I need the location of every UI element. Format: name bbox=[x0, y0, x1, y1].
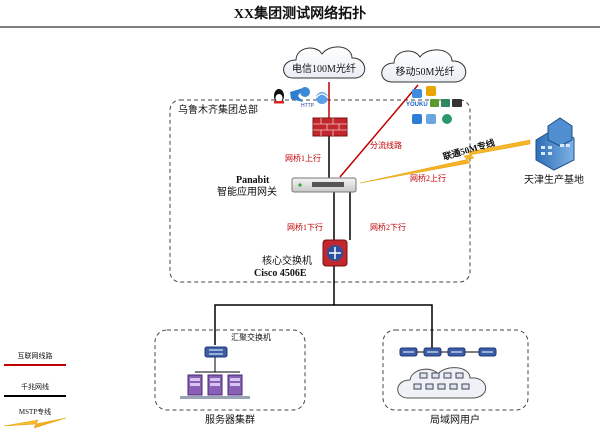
bridge2-up-label: 网桥2上行 bbox=[410, 173, 446, 183]
bridge2-down-label: 网桥2下行 bbox=[370, 222, 406, 232]
gateway-name: 智能应用网关 bbox=[217, 185, 277, 198]
browser-icon bbox=[315, 92, 329, 104]
gateway-brand: Panabit bbox=[236, 175, 270, 186]
app-icon-1 bbox=[412, 89, 422, 98]
legend-mstp-label: MSTP专线 bbox=[19, 407, 51, 416]
aggregation-switch-label: 汇聚交换机 bbox=[231, 332, 271, 342]
bird-icon bbox=[290, 88, 303, 102]
server-icon bbox=[187, 374, 203, 396]
legend-internet-label: 互联网线路 bbox=[18, 351, 53, 360]
diagram-title: XX集团测试网络拓扑 bbox=[234, 5, 366, 22]
hq-label: 乌鲁木齐集团总部 bbox=[178, 103, 258, 116]
pc-icon bbox=[437, 383, 446, 390]
server-icons bbox=[180, 374, 250, 399]
core-switch-icon bbox=[322, 239, 348, 267]
pc-icon bbox=[425, 383, 434, 390]
lan-switch-icon bbox=[399, 347, 418, 357]
svg-text:HTTP: HTTP bbox=[301, 103, 315, 109]
lan-users-region bbox=[382, 329, 529, 411]
lan-switches bbox=[399, 347, 497, 357]
pc-icon bbox=[431, 372, 440, 379]
app-icon-2 bbox=[426, 86, 436, 96]
pc-icon bbox=[449, 383, 458, 390]
lan-pc-icons bbox=[413, 372, 470, 390]
core-lan-line bbox=[334, 304, 433, 350]
legend-gigabit-label: 千兆网线 bbox=[21, 382, 49, 391]
core-switch-name: 核心交换机 bbox=[262, 254, 312, 267]
app-icon-6 bbox=[412, 114, 422, 124]
telecom-cloud: 电信100M光纤 bbox=[283, 46, 366, 79]
app-icons-right: YOUKU bbox=[406, 86, 462, 124]
pc-icon bbox=[461, 383, 470, 390]
panabit-gateway bbox=[291, 177, 357, 193]
app-icon-4 bbox=[441, 99, 450, 107]
core-switch-model: Cisco 4506E bbox=[254, 268, 307, 279]
youku-icon: YOUKU bbox=[406, 102, 428, 108]
shunt-label: 分流线路 bbox=[370, 140, 402, 150]
mstp-line bbox=[359, 139, 531, 184]
legend-mstp-line bbox=[3, 417, 67, 429]
telecom-cloud-label: 电信100M光纤 bbox=[292, 62, 356, 75]
pc-icon bbox=[455, 372, 464, 379]
app-icon-8 bbox=[442, 114, 452, 124]
http-icon: HTTP bbox=[300, 87, 315, 109]
tianjin-building-icon bbox=[535, 117, 575, 171]
server-rack-base bbox=[180, 396, 250, 399]
lan-users-label: 局域网用户 bbox=[430, 413, 480, 426]
app-icons-left: HTTP bbox=[274, 87, 329, 109]
server-icon bbox=[207, 374, 223, 396]
tianjin-label: 天津生产基地 bbox=[524, 173, 584, 186]
mobile-cloud: 移动50M光纤 bbox=[381, 49, 467, 83]
lan-switch-icon bbox=[423, 347, 442, 357]
app-icon-3 bbox=[430, 99, 439, 107]
aggregation-switch-icon bbox=[204, 346, 228, 358]
pc-icon bbox=[419, 372, 428, 379]
mobile-cloud-label: 移动50M光纤 bbox=[396, 65, 455, 78]
core-aggregation-line bbox=[214, 266, 335, 345]
legend: 互联网线路 千兆网线 MSTP专线 bbox=[3, 351, 67, 429]
bridge1-up-label: 网桥1上行 bbox=[285, 153, 321, 163]
app-icon-7 bbox=[426, 114, 436, 124]
bridge1-down-label: 网桥1下行 bbox=[287, 222, 323, 232]
qq-icon bbox=[274, 89, 284, 104]
mobile-shunt-line bbox=[339, 84, 419, 178]
server-cluster-label: 服务器集群 bbox=[205, 413, 255, 426]
firewall-icon bbox=[312, 117, 348, 137]
pc-icon bbox=[443, 372, 452, 379]
app-icon-5 bbox=[452, 99, 462, 107]
lan-switch-icon bbox=[447, 347, 466, 357]
lan-switch-icon bbox=[478, 347, 497, 357]
server-cluster-region bbox=[154, 329, 306, 411]
lan-cloud bbox=[397, 367, 486, 399]
pc-icon bbox=[413, 383, 422, 390]
server-icon bbox=[227, 374, 243, 396]
